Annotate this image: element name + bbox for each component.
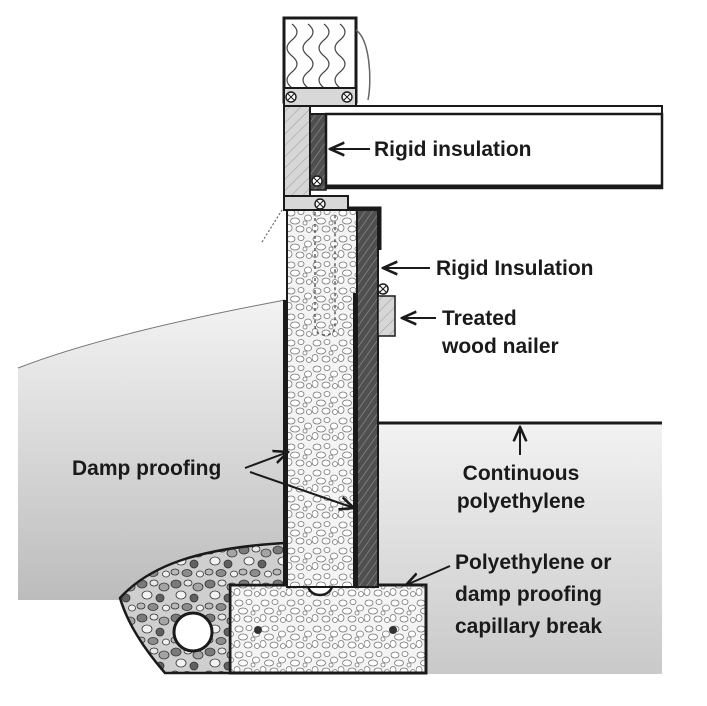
drain-pipe	[172, 611, 214, 653]
label-damp-proofing: Damp proofing	[72, 457, 222, 480]
label-capillary-break-line2: damp proofing	[455, 583, 602, 606]
label-treated-wood-nailer-line2: wood nailer	[442, 335, 559, 358]
arrow-capillary-break	[406, 565, 451, 585]
label-rigid-insulation-side: Rigid Insulation	[436, 257, 594, 280]
label-capillary-break-line3: capillary break	[455, 615, 603, 638]
label-continuous-polyethylene-line2: polyethylene	[456, 490, 586, 513]
siding	[355, 29, 371, 101]
rebar	[389, 626, 397, 634]
label-treated-wood-nailer-line1: Treated	[442, 307, 517, 330]
grade-line	[17, 299, 286, 369]
foundation-wall	[286, 209, 358, 588]
rim-joist	[283, 105, 311, 197]
anchor-bolt	[314, 212, 336, 336]
rebar	[254, 626, 262, 634]
rigid-insulation-board-side	[356, 209, 379, 588]
arrow-damp-proofing-exterior	[244, 452, 288, 469]
label-capillary-break-line1: Polyethylene or	[455, 551, 612, 574]
treated-wood-nailer	[377, 295, 396, 337]
label-continuous-polyethylene-line1: Continuous	[462, 462, 580, 485]
label-rigid-insulation-top: Rigid insulation	[374, 138, 532, 161]
batt-insulation	[286, 23, 346, 89]
dotted-flashing-line	[261, 209, 283, 243]
arrow-damp-proofing-interior	[249, 471, 354, 508]
exterior-soil	[18, 300, 285, 600]
floor-joist	[324, 112, 664, 190]
